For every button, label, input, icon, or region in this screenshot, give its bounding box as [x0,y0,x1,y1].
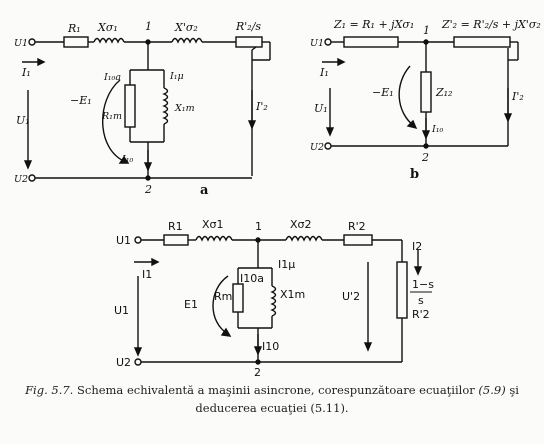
diagram-c [133,234,432,366]
b-z12-label: Z₁₂ [435,86,452,99]
a-node2-label: 2 [144,183,152,196]
inductor-x1m [162,87,169,125]
c-i1-label: I1 [142,268,152,281]
c-load-r: R'2 [412,308,430,321]
impedance-z12 [420,71,432,113]
a-xs1-label: Xσ₁ [97,21,118,34]
c-rm-label: Rm [214,290,232,303]
b-u1v-label: U₁ [314,102,328,115]
a-i1mu-label: I₁μ [169,71,184,82]
a-sub-label: a [200,183,209,198]
b-i1-label: I₁ [319,66,329,79]
caption-eq-ref: (5.9) [478,383,506,397]
a-u1v-label: U₁ [16,114,30,127]
circuit-figure: U1 U2 R₁ Xσ₁ 1 X'σ₂ R'₂/s I₁ U₁ −E₁ I₁₀a… [14,18,541,379]
c-i2-label: I2 [412,240,422,253]
c-u2v-label: U'2 [342,290,360,303]
resistor-rm-c [232,283,244,313]
a-r1-label: R₁ [67,22,81,35]
b-node2-label: 2 [421,151,429,164]
a-xs2-label: X'σ₂ [174,21,198,34]
b-sub-label: b [410,167,419,182]
load-resistor [396,261,408,319]
impedance-z2 [453,36,511,48]
c-load-num: 1−s [412,278,434,291]
b-u1-label: U1 [310,38,324,49]
inductor-x1m-c [270,285,277,317]
b-e1-label: −E₁ [372,86,394,99]
a-r1m-label: R₁m [101,111,122,122]
a-e1-label: −E₁ [70,94,92,107]
resistor-r1-c [163,234,189,246]
resistor-r2s [235,36,263,48]
c-u2-label: U2 [116,356,131,369]
inductor-xs1 [93,37,125,44]
impedance-z1 [343,36,399,48]
inductor-xs1-c [195,235,233,242]
b-z1-eq: Z₁ = R₁ + jXσ₁ [333,18,414,31]
a-i10a-label: I₁₀a [103,72,121,83]
c-r1-label: R1 [168,220,183,233]
c-u1v-label: U1 [114,304,129,317]
c-node2-label: 2 [254,366,261,379]
b-node1-label: 1 [423,24,430,37]
c-e1-label: E1 [184,298,198,311]
c-xs1-label: Xσ1 [202,218,224,231]
figure-caption: Fig. 5.7. Schema echivalentă a maşinii a… [0,381,544,417]
resistor-r2-c [343,234,373,246]
diagram-a [22,36,271,182]
b-i2p-label: I'₂ [511,90,524,103]
b-i10-label: I₁₀ [431,124,444,135]
c-u1-label: U1 [116,234,131,247]
c-load-den: s [418,294,424,307]
inductor-xs2 [171,37,203,44]
c-xs2-label: Xσ2 [290,218,312,231]
a-u2-label: U2 [14,174,28,185]
c-i10a-label: I10a [240,272,264,285]
b-z2-eq: Z'₂ = R'₂/s + jX'σ₂ [441,18,541,31]
a-i2p-label: I'₂ [255,100,268,113]
a-u1-label: U1 [14,38,28,49]
a-node1-label: 1 [145,20,152,33]
a-i1-label: I₁ [21,66,31,79]
diagram-b [322,36,519,150]
c-node1-label: 1 [255,220,262,233]
caption-text-1: Schema echivalentă a maşinii asincrone, … [73,383,479,397]
resistor-r1m [124,84,136,128]
resistor-r1 [63,36,89,48]
a-x1m-label: X₁m [174,103,195,114]
c-x1m-label: X1m [280,288,305,301]
caption-fig-number: Fig. 5.7. [25,383,74,397]
inductor-xs2-c [285,235,323,242]
a-i10-label: I₁₀ [121,154,134,165]
a-r2s-label: R'₂/s [235,20,261,33]
b-u2-label: U2 [310,142,324,153]
c-i1mu-label: I1μ [278,258,295,271]
caption-text-2: şi deducerea ecuaţiei (5.11). [195,383,519,415]
c-r2p-label: R'2 [348,220,366,233]
c-i10-label: I10 [262,340,279,353]
